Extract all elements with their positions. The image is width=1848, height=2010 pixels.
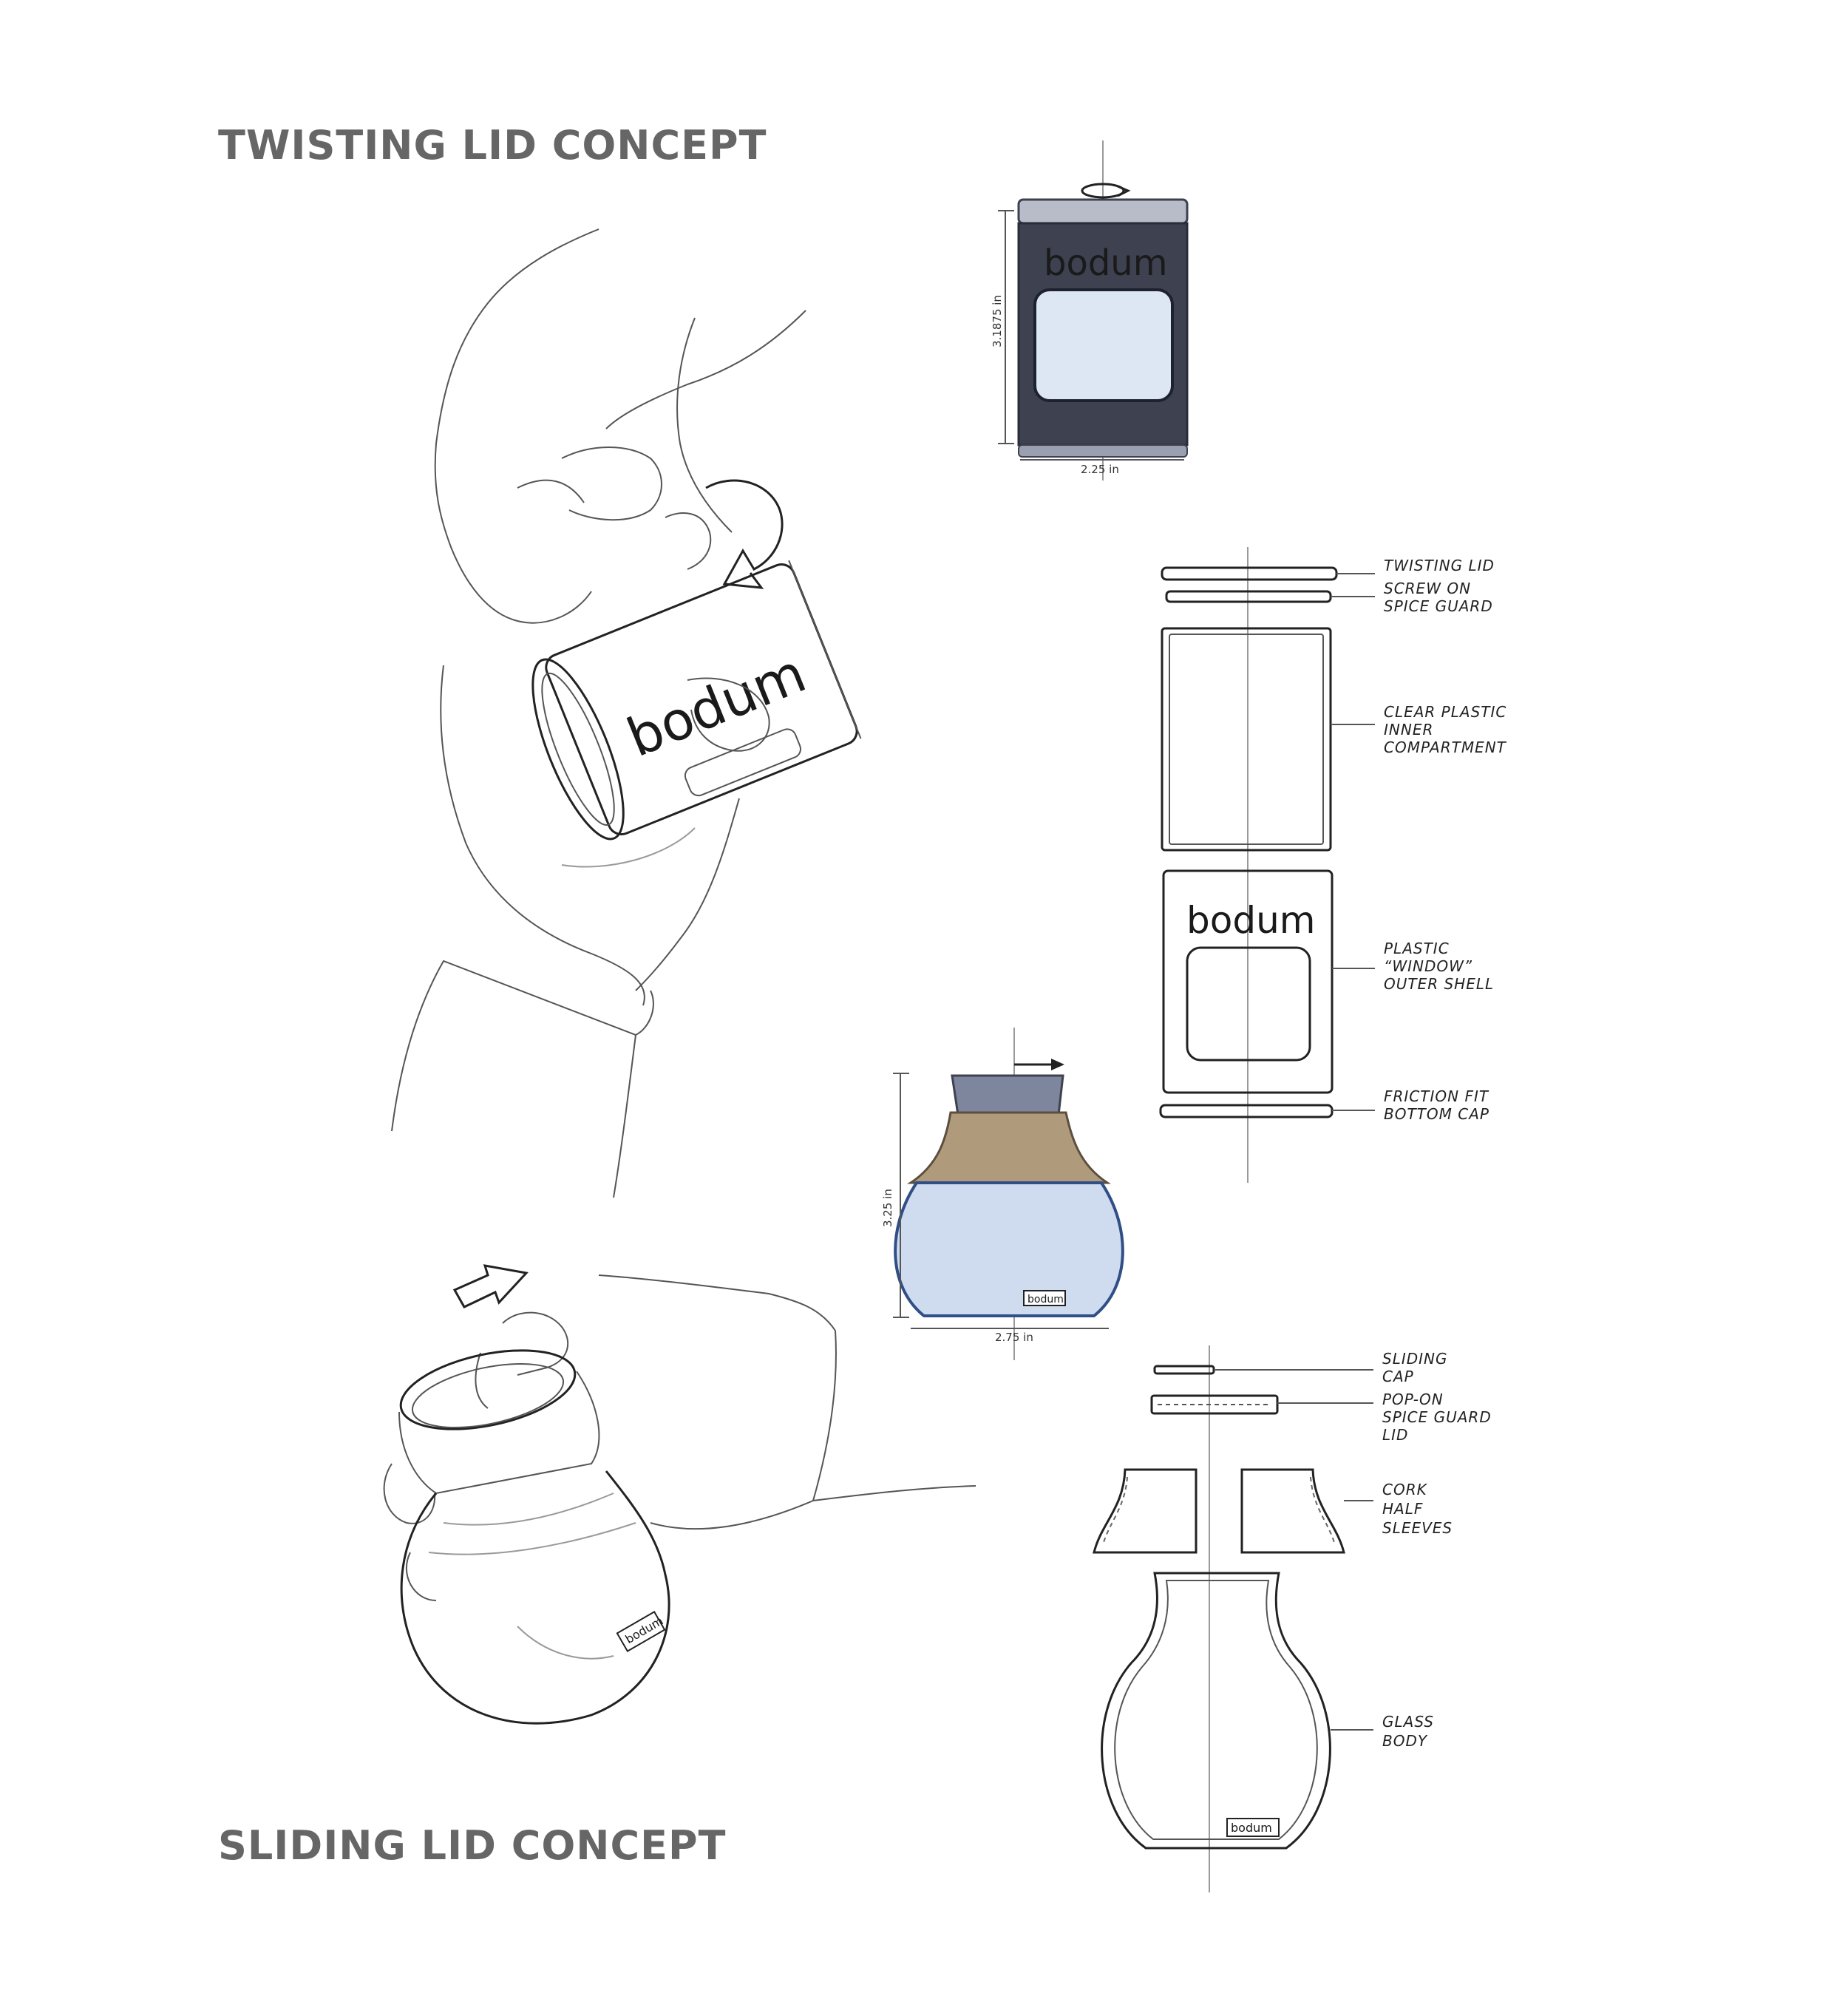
label-inner-3: COMPARTMENT — [1384, 739, 1507, 756]
label-sliding-1: SLIDING — [1382, 1350, 1448, 1368]
hand-twisting-sketch: bodum — [391, 228, 862, 1198]
sliding-render-brand: bodum — [1027, 1294, 1064, 1306]
label-popon-1: POP-ON — [1382, 1391, 1444, 1408]
twisting-container-render: bodum 3.1875 in 2.25 in — [991, 140, 1189, 481]
twisting-width-dimension: 2.25 in — [1081, 463, 1119, 476]
twisting-exploded-view: bodum TWISTING LID SCREW ON SPICE GUARD … — [1159, 547, 1507, 1183]
label-glass-1: GLASS — [1382, 1713, 1434, 1731]
label-cork-1: CORK — [1382, 1481, 1428, 1498]
label-inner-1: CLEAR PLASTIC — [1384, 703, 1506, 721]
label-twisting-lid: TWISTING LID — [1384, 557, 1495, 574]
label-glass-2: BODY — [1382, 1732, 1428, 1750]
sliding-height-dimension: 3.25 in — [881, 1189, 894, 1227]
sliding-exploded-view: bodum SLIDING CAP POP-ON SPICE GUARD LID… — [1093, 1345, 1492, 1892]
label-spice-guard-2: SPICE GUARD — [1384, 597, 1493, 615]
label-shell-3: OUTER SHELL — [1384, 975, 1494, 993]
label-cork-3: SLEEVES — [1382, 1519, 1453, 1537]
twisting-lid-heading: TWISTING LID CONCEPT — [218, 122, 767, 169]
sliding-container-render: bodum 3.25 in 2.75 in — [881, 1028, 1124, 1360]
label-popon-3: LID — [1382, 1426, 1408, 1444]
label-shell-2: “WINDOW” — [1384, 957, 1472, 975]
sliding-width-dimension: 2.75 in — [995, 1331, 1033, 1344]
label-popon-2: SPICE GUARD — [1382, 1408, 1492, 1426]
twisting-jar-brand: bodum — [619, 642, 814, 769]
label-cap-2: BOTTOM CAP — [1384, 1105, 1489, 1123]
label-cap-1: FRICTION FIT — [1384, 1087, 1489, 1105]
sliding-lid-heading: SLIDING LID CONCEPT — [218, 1822, 727, 1869]
label-inner-2: INNER — [1384, 721, 1433, 739]
label-sliding-2: CAP — [1382, 1368, 1414, 1385]
label-shell-1: PLASTIC — [1384, 940, 1450, 957]
exploded-shell-brand: bodum — [1186, 899, 1315, 942]
label-cork-2: HALF — [1382, 1500, 1423, 1518]
twisting-render-brand: bodum — [1044, 242, 1167, 284]
hand-sliding-sketch: bodum — [383, 1264, 976, 1725]
label-spice-guard-1: SCREW ON — [1384, 580, 1471, 597]
exploded-glass-brand: bodum — [1231, 1821, 1272, 1835]
twisting-height-dimension: 3.1875 in — [991, 295, 1004, 347]
